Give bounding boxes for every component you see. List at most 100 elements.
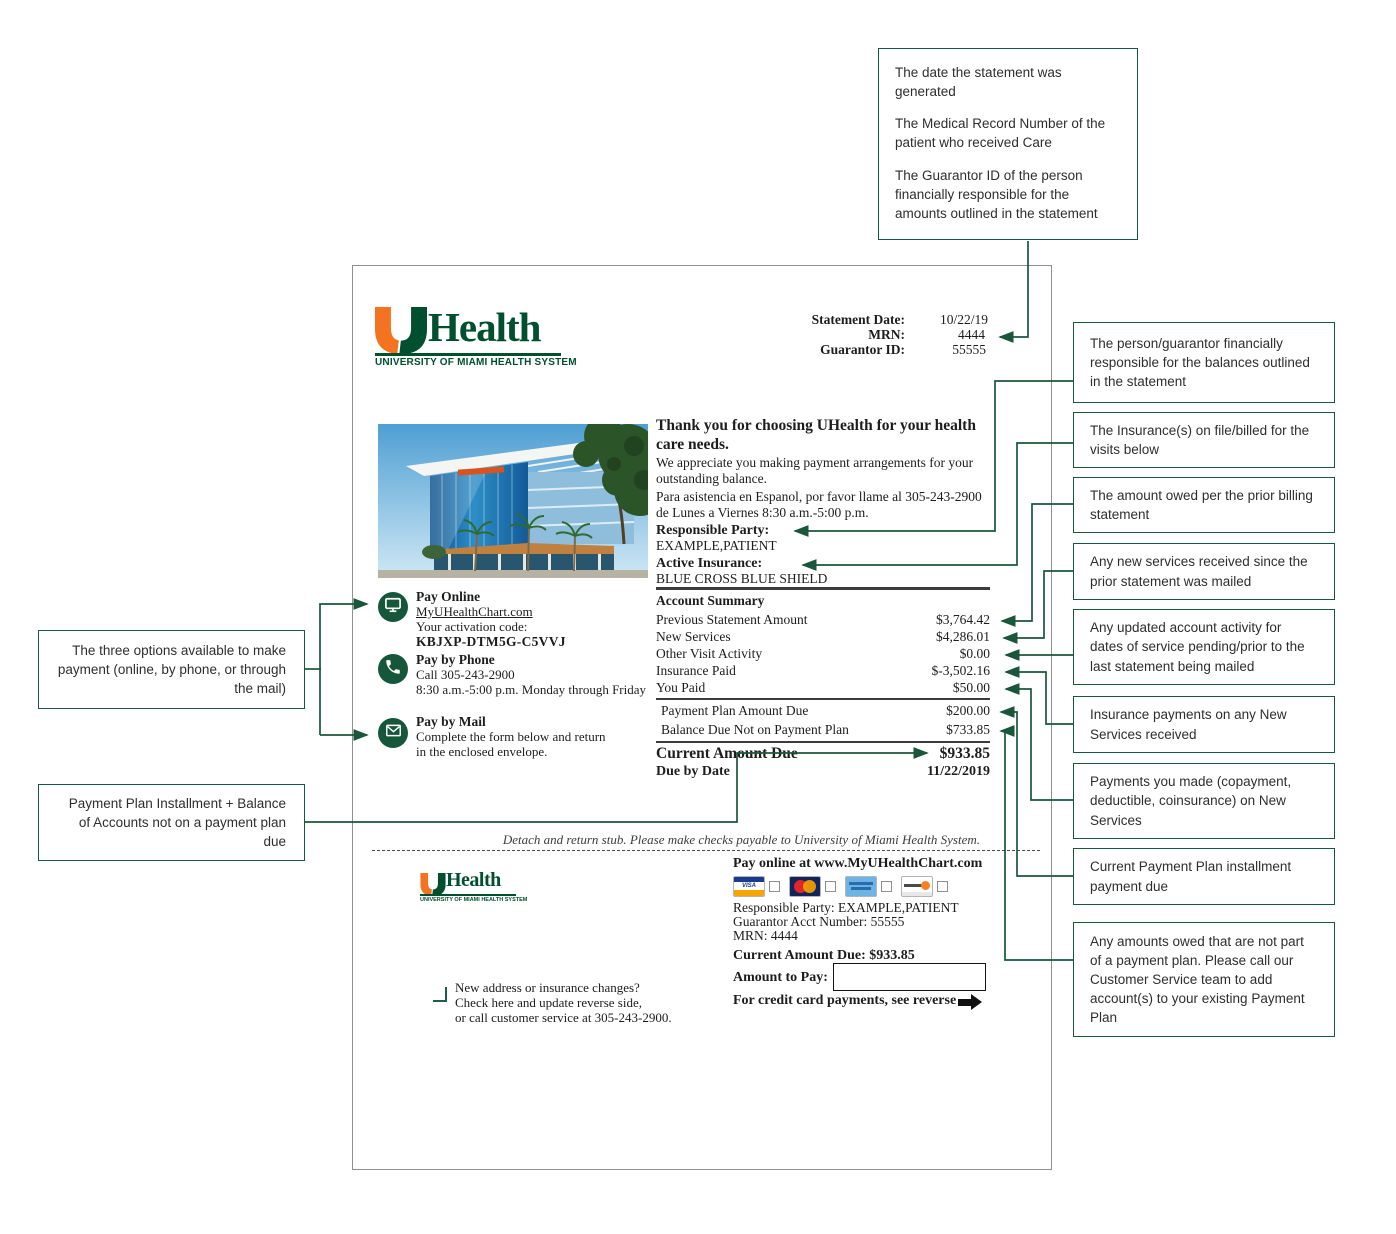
pay-online-title: Pay Online: [416, 589, 481, 604]
row-label: Payment Plan Amount Due: [661, 703, 809, 718]
pay-mail-title: Pay by Mail: [416, 714, 486, 729]
annotation-guarantor-id: The Guarantor ID of the person financial…: [895, 167, 1098, 221]
summary-row-insurance-paid: Insurance Paid $-3,502.16: [656, 663, 990, 679]
logo-rule: [375, 353, 561, 356]
address-note-line2: Check here and update reverse side,: [455, 995, 642, 1010]
see-reverse-arrow-icon: [958, 994, 982, 1010]
intro-paragraph-2: Para asistencia en Espanol, por favor ll…: [656, 489, 982, 520]
annotation-text: Insurance payments on any New Services r…: [1090, 707, 1287, 742]
annotation-text: Any updated account activity for dates o…: [1090, 620, 1305, 674]
statement-date-value: 10/22/19: [939, 312, 988, 327]
annotation-text: Payments you made (copayment, deductible…: [1090, 774, 1292, 828]
mastercard-checkbox[interactable]: [825, 881, 836, 892]
responsible-party-label: Responsible Party:: [656, 523, 770, 538]
row-value: $200.00: [946, 703, 990, 718]
total-value: $933.85: [939, 745, 990, 762]
summary-mid-rule: [656, 698, 990, 700]
address-change-note: New address or insurance changes? Check …: [455, 980, 672, 1025]
summary-row-balance-due: Balance Due Not on Payment Plan $733.85: [661, 722, 990, 738]
visa-card-icon: VISA: [733, 876, 765, 897]
row-label: Balance Due Not on Payment Plan: [661, 722, 849, 737]
annotation-mrn: The Medical Record Number of the patient…: [895, 116, 1106, 151]
uhealth-logo-u-icon: [375, 307, 427, 354]
pay-phone-block: Pay by Phone Call 305-243-2900 8:30 a.m.…: [416, 652, 676, 697]
summary-row-plan-due: Payment Plan Amount Due $200.00: [661, 703, 990, 719]
summary-bottom-rule: [656, 741, 990, 743]
activation-code-label: Your activation code:: [416, 619, 528, 634]
row-value: $733.85: [946, 722, 990, 737]
detach-note: Detach and return stub. Please make chec…: [502, 832, 980, 847]
row-label: New Services: [656, 629, 731, 644]
amex-checkbox[interactable]: [881, 881, 892, 892]
amex-card-icon: [845, 876, 877, 897]
account-summary-title: Account Summary: [656, 593, 765, 608]
row-label: Other Visit Activity: [656, 646, 763, 661]
summary-top-rule: [656, 587, 990, 590]
intro-paragraph-1: We appreciate you making payment arrange…: [656, 455, 974, 486]
stub-current-amount-due: Current Amount Due: $933.85: [733, 948, 915, 963]
stub-mrn: MRN: 4444: [733, 928, 798, 943]
statement-date-label: Statement Date:: [811, 312, 905, 327]
pay-phone-title: Pay by Phone: [416, 652, 495, 667]
annotation-text: Any new services received since the prio…: [1090, 554, 1308, 589]
stub-logo-wordmark: Health: [446, 869, 501, 891]
annotation-balance-not-on-plan: Any amounts owed that are not part of a …: [1073, 922, 1335, 1037]
uhealth-building-photo: [378, 416, 666, 578]
stub-responsible-party: Responsible Party: EXAMPLE,PATIENT: [733, 900, 959, 915]
summary-total-row: Current Amount Due $933.85: [656, 745, 990, 763]
guarantor-id-value: 55555: [952, 342, 986, 357]
active-insurance-label: Active Insurance:: [656, 556, 763, 571]
annotation-insurance-paid: Insurance payments on any New Services r…: [1073, 696, 1335, 753]
envelope-icon: [384, 721, 403, 745]
discover-card-icon: [901, 876, 933, 897]
phone-icon: [384, 658, 402, 681]
annotation-text: The amount owed per the prior billing st…: [1090, 487, 1313, 522]
summary-row-other-visit: Other Visit Activity $0.00: [656, 646, 990, 662]
pay-online-circle: [378, 592, 408, 622]
myuhealthchart-link[interactable]: MyUHealthChart.com: [416, 604, 533, 619]
amount-to-pay-input[interactable]: [833, 963, 986, 991]
row-value: $3,764.42: [936, 612, 990, 627]
annotation-insurance: The Insurance(s) on file/billed for the …: [1073, 412, 1335, 468]
detach-dashed-line: [372, 850, 1040, 851]
annotation-new-services: Any new services received since the prio…: [1073, 543, 1335, 600]
mastercard-card-icon: [789, 876, 821, 897]
row-value: $-3,502.16: [931, 663, 991, 678]
credit-card-note: For credit card payments, see reverse: [733, 993, 957, 1008]
annotation-text: The Insurance(s) on file/billed for the …: [1090, 422, 1310, 457]
row-value: $4,286.01: [936, 629, 990, 644]
pay-mail-line1: Complete the form below and return: [416, 729, 606, 744]
pay-mail-block: Pay by Mail Complete the form below and …: [416, 714, 666, 759]
due-value: 11/22/2019: [926, 764, 990, 779]
row-value: $50.00: [952, 680, 990, 695]
summary-row-new-services: New Services $4,286.01: [656, 629, 990, 645]
annotation-text: Payment Plan Installment + Balance of Ac…: [68, 795, 286, 850]
summary-due-date-row: Due by Date 11/22/2019: [656, 764, 990, 780]
responsible-party-value: EXAMPLE,PATIENT: [656, 538, 777, 553]
stub-logo-u-icon: [420, 873, 446, 896]
address-change-checkbox[interactable]: [433, 987, 447, 1002]
pay-phone-circle: [378, 654, 408, 684]
row-label: Insurance Paid: [656, 663, 736, 678]
discover-checkbox[interactable]: [937, 881, 948, 892]
stub-pay-online-line: Pay online at www.MyUHealthChart.com: [733, 856, 983, 871]
visa-checkbox[interactable]: [769, 881, 780, 892]
annotation-text: Any amounts owed that are not part of a …: [1090, 933, 1305, 1026]
uhealth-logo-wordmark: Health: [428, 304, 541, 350]
pay-online-block: Pay Online MyUHealthChart.com Your activ…: [416, 589, 666, 649]
annotation-text: Current Payment Plan installment payment…: [1090, 859, 1292, 894]
due-label: Due by Date: [656, 764, 730, 779]
address-note-line1: New address or insurance changes?: [455, 980, 640, 995]
logo-tagline: UNIVERSITY OF MIAMI HEALTH SYSTEM: [375, 357, 577, 368]
annotation-previous-amount: The amount owed per the prior billing st…: [1073, 477, 1335, 533]
pay-mail-circle: [378, 718, 408, 748]
annotation-payment-options: The three options available to make paym…: [38, 630, 305, 709]
row-value: $0.00: [959, 646, 990, 661]
summary-row-you-paid: You Paid $50.00: [656, 680, 990, 696]
total-label: Current Amount Due: [656, 745, 798, 762]
annotation-responsible-party: The person/guarantor financially respons…: [1073, 322, 1335, 403]
annotation-you-paid: Payments you made (copayment, deductible…: [1073, 763, 1335, 839]
monitor-icon: [383, 595, 403, 620]
annotation-plan-installment: Current Payment Plan installment payment…: [1073, 848, 1335, 905]
